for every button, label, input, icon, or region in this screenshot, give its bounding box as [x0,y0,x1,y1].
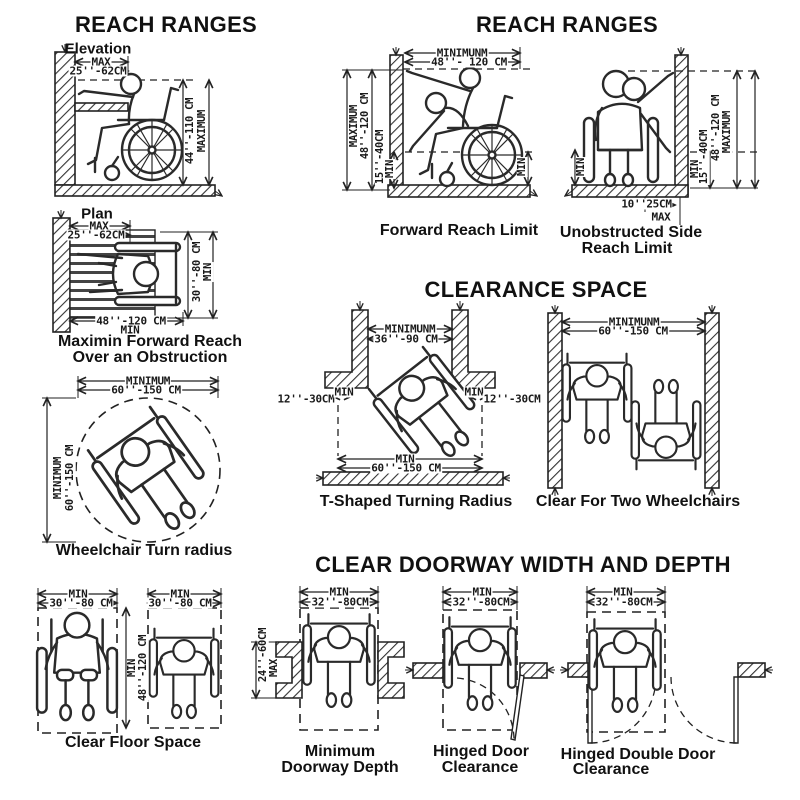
double-caption-line1: Hinged Double Door [560,746,716,763]
person-wheelchair-plan-reach-icon [76,241,182,307]
doorway-depth-diagram [251,586,405,731]
elevation-label: Elevation [64,40,132,58]
double-caption-line2: Clearance [572,761,650,778]
elevation-reach-dim: 25''-62CM [68,64,128,78]
plan-depth-min: MIN [201,261,214,283]
floor-right-dim: 30''-80 CM [147,596,213,610]
elevation-height-dim: 44''-110 CM [183,96,196,166]
doorway-title: CLEAR DOORWAY WIDTH AND DEPTH [315,552,731,577]
door-swing-arc-left [589,676,657,744]
fwd-caption: Forward Reach Limit [379,222,539,239]
depth-caption-line1: Minimum [304,743,376,760]
fwd-left-dim: 48''-120 CM [358,91,371,161]
side-base-cm: 25CM [645,197,673,211]
side-left-min: MIN [574,156,587,178]
wheelchair-plan-icon [148,627,220,720]
depth-caption-line2: Doorway Depth [281,759,399,776]
wheelchair-plan-icon [588,618,662,713]
depth-side-dim: 24''-60CM [256,626,269,684]
twochairs-top-dim: 60''-150 CM [597,324,669,338]
plan-caption-line1: Maximin Forward Reach [57,333,243,350]
twochairs-caption: Clear For Two Wheelchairs [535,493,741,510]
door-leaf-right [733,676,739,744]
tshape-left-min: MIN [333,385,355,399]
clearance-space-title: CLEARANCE SPACE [424,277,648,302]
turn-caption: Wheelchair Turn radius [55,542,233,559]
tshape-right-dim: 12''-30CM [482,392,542,406]
floor-left-dim: 30''-80 CM [48,596,114,610]
wheelchair-plan-icon [630,378,702,471]
side-reach-diagram [565,47,758,225]
plan-diagram [52,210,218,333]
wheelchair-front-icon [35,611,119,722]
side-caption-line2: Reach Limit [581,240,673,257]
wheelchair-plan-icon [302,613,376,708]
reach-ranges-right-title: REACH RANGES [475,12,659,37]
wheelchair-plan-icon [363,342,493,476]
depth-side-max: MAX [267,657,280,679]
door-swing-arc-right [670,676,738,744]
floor-caption: Clear Floor Space [64,734,202,751]
tshape-bottom-dim: 60''-150 CM [370,461,442,475]
tshape-top-dim: 36''-90 CM [373,332,439,346]
hinged-door-diagram [405,586,555,741]
side-base-in: 10'' [620,197,648,211]
fwd-top-dim: 48''- 120 CM [430,55,508,69]
tshape-right-min: MIN [463,385,485,399]
side-height-dim: 48''-120 CM [709,93,722,163]
tshape-left-dim: 12''-30CM [276,392,336,406]
turn-left-min: MINIMUM [51,455,64,501]
hinged-caption-line1: Hinged Door [433,743,529,760]
fwd-left-max: MAXIMUM [347,103,360,149]
person-wheelchair-side-reach-icon [582,69,675,188]
wheelchair-plan-icon [81,402,223,550]
depth-top-dim: 32''-80CM [310,595,370,609]
wheelchair-plan-icon [561,352,633,445]
tshape-caption: T-Shaped Turning Radius [319,493,513,510]
elevation-diagram [54,44,222,196]
double-top-dim: 32''-80CM [594,595,654,609]
double-door-diagram [560,586,773,744]
plan-reach-dim: 25''-62CM [66,228,126,242]
plan-label: Plan [81,205,113,223]
wheelchair-plan-icon [443,616,517,711]
plan-depth-dim: 30''-80 CM [190,240,203,304]
side-caption-line1: Unobstructed Side [559,224,703,241]
side-base-max: MAX [650,210,672,224]
fwd-right-min: MIN [515,156,528,178]
hinged-top-dim: 32''-80CM [451,595,511,609]
plan-width-min: MIN [119,323,141,337]
side-low-dim: 15''-40CM [697,128,710,186]
turn-left-dim: 60''-150 CM [63,443,76,513]
turn-top-dim: 60''-150 CM [110,383,182,397]
elevation-height-max: MAXIMUM [195,108,208,154]
hinged-caption-line2: Clearance [441,759,519,776]
plan-caption-line2: Over an Obstruction [72,349,228,366]
person-wheelchair-side-icon [77,72,184,182]
door-leaf [510,674,525,741]
side-height-max: MAXIMUM [720,109,733,155]
forward-reach-diagram [342,47,537,198]
two-wheelchairs-diagram [547,305,720,496]
fwd-low-min: MIN [383,158,396,180]
floor-depth-dim: 48''-120 CM [136,633,149,703]
person-wheelchair-bending-icon [405,66,524,188]
reach-ranges-left-title: REACH RANGES [74,12,258,37]
floor-depth-min: MIN [125,657,138,679]
